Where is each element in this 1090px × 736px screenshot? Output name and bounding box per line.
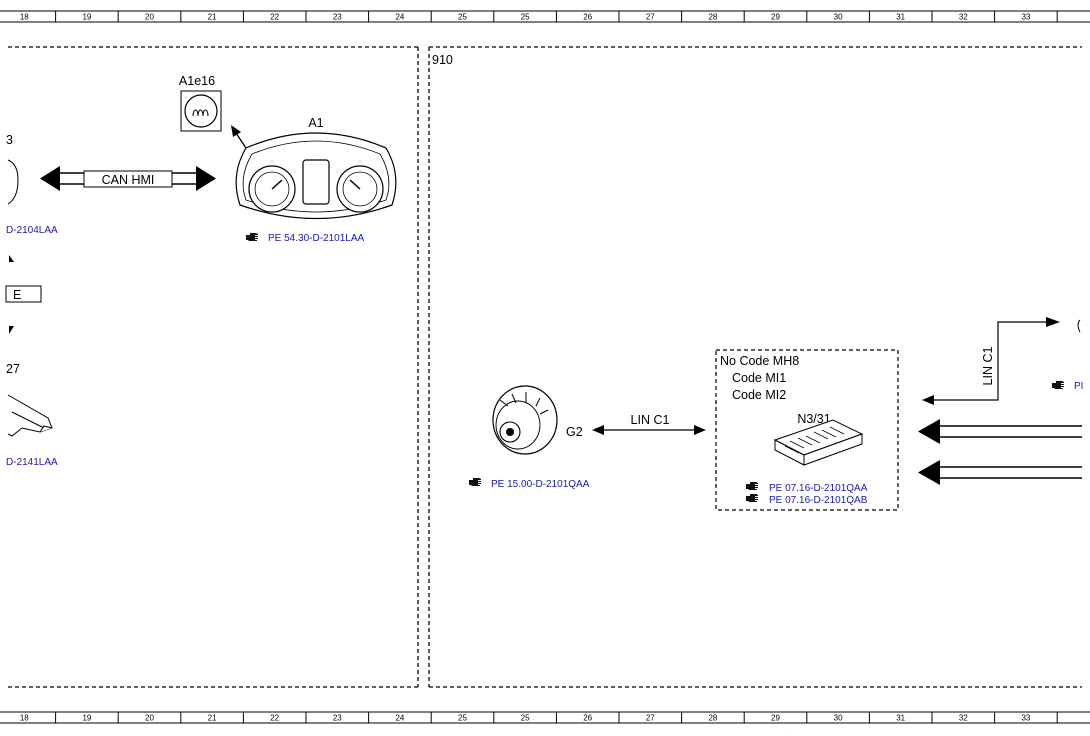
module-ref-1[interactable]: PE 07.16-D-2101QAA [769,483,868,494]
cluster-ref[interactable]: PE 54.30-D-2101LAA [246,233,365,244]
area-number: 910 [432,53,453,67]
ruler-column-number: 23 [333,13,342,22]
ruler-column-number: 29 [771,13,780,22]
instrument-cluster-a1[interactable]: A1 [235,116,397,220]
right-partial-component: PI [1052,319,1083,392]
ruler-column-number: 26 [583,714,592,723]
lamp-arrow [231,125,247,149]
ruler-column-number: 33 [1021,13,1030,22]
ruler-column-number: 28 [708,714,717,723]
ruler-column-number: 20 [145,714,154,723]
ruler-column-number: 31 [896,714,905,723]
hand-pointer-icon [469,478,481,486]
ruler-column-number: 19 [82,13,91,22]
can-hmi-label: CAN HMI [102,173,155,187]
module-ref-2[interactable]: PE 07.16-D-2101QAB [769,495,868,506]
hand-pointer-icon [746,482,758,490]
lin-c1-horizontal-label: LIN C1 [631,413,670,427]
ruler-column-number: 28 [708,13,717,22]
ruler-column-number: 23 [333,714,342,723]
can-hmi-bus: CAN HMI [40,166,216,191]
alternator-g2[interactable]: G2 [492,385,583,455]
partial-component-label-mid: 27 [6,362,20,376]
ruler-column-number: 27 [646,714,655,723]
ruler-column-number: 30 [834,13,843,22]
ruler-column-number: 22 [270,13,279,22]
ruler-column-number: 27 [646,13,655,22]
ruler-column-number: 20 [145,13,154,22]
right-double-bus-lower [918,460,1082,485]
alternator-label: G2 [566,425,583,439]
alternator-ref[interactable]: PE 15.00-D-2101QAA [469,478,590,490]
lamp-filament-icon [192,109,209,117]
partial-control-unit-icon [7,394,53,437]
module-group-n3-31[interactable]: No Code MH8 Code MI1 Code MI2 N3/31 PE 0… [715,349,899,736]
ruler-column-number: 24 [395,714,404,723]
lamp-a1e16[interactable]: A1e16 [179,74,222,132]
module-label: N3/31 [797,412,830,426]
ruler-column-number: 22 [270,714,279,723]
ruler-column-number: 30 [834,714,843,723]
partial-component-label-top: 3 [6,133,13,147]
partial-ref-bottom[interactable]: D-2141LAA [6,457,58,468]
cluster-label: A1 [308,116,323,130]
lamp-label: A1e16 [179,74,215,88]
partial-box-text: E [13,288,21,302]
right-double-bus-upper [918,419,1082,444]
ruler-column-number: 19 [82,714,91,723]
hand-pointer-icon [246,233,258,241]
ruler-column-number: 32 [959,714,968,723]
lin-c1-vertical-label: LIN C1 [981,347,995,386]
ruler-column-number: 18 [20,13,29,22]
ruler-column-number: 21 [208,714,217,723]
left-partial-components: 3 D-2104LAA E 27 D-2141LAA [5,133,58,468]
alternator-ref-text[interactable]: PE 15.00-D-2101QAA [491,479,590,490]
ruler-column-number: 25 [521,13,530,22]
lin-c1-horizontal-bus: LIN C1 [592,413,706,435]
ruler-column-number: 33 [1021,714,1030,723]
partial-ref-top[interactable]: D-2104LAA [6,225,58,236]
ruler-column-number: 24 [395,13,404,22]
ruler-column-number: 26 [583,13,592,22]
right-area-border [428,46,1082,688]
code-line-3: Code MI2 [732,388,786,402]
ruler-column-number: 25 [458,13,467,22]
ruler-column-number: 29 [771,714,780,723]
control-unit-icon [773,419,864,736]
ruler-column-number: 25 [521,714,530,723]
right-partial-ref[interactable]: PI [1074,381,1083,392]
hand-pointer-icon [746,494,758,502]
left-area-border [8,46,419,688]
top-ruler: 18 19 20 21 22 23 24 25 25 26 27 28 29 30 31 32 33 [0,10,1090,23]
lin-c1-vertical-bus: LIN C1 [922,317,1060,405]
ruler-column-number: 18 [20,714,29,723]
code-line-2: Code MI1 [732,371,786,385]
ruler-column-number: 31 [896,13,905,22]
code-line-1: No Code MH8 [720,354,799,368]
ruler-column-number: 25 [458,714,467,723]
bottom-ruler: 18 19 20 21 22 23 24 25 25 26 27 28 29 30 31 32 33 [0,711,1090,724]
ruler-column-number: 21 [208,13,217,22]
cluster-ref-text[interactable]: PE 54.30-D-2101LAA [268,233,365,244]
ruler-column-number: 32 [959,13,968,22]
hand-pointer-icon [1052,381,1064,389]
